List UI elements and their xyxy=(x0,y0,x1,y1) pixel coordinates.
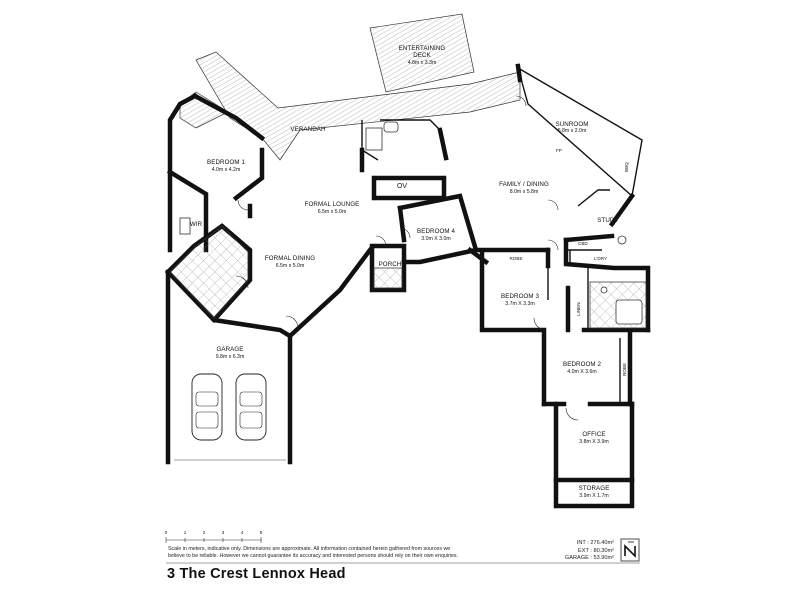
bedroom3-label: BEDROOM 3 xyxy=(501,293,539,300)
car-icon xyxy=(191,373,223,441)
scale-tick-5: 5 xyxy=(260,530,263,535)
bedroom4-label: BEDROOM 4 xyxy=(417,228,455,235)
external-area: EXT : 80.30m² xyxy=(578,547,614,554)
formal-dining-dim: 6.5m x 5.0m xyxy=(276,263,305,269)
formal-lounge-label: FORMAL LOUNGE xyxy=(305,201,360,208)
laundry-label: L'DRY xyxy=(594,256,607,261)
entertaining-deck-dim: 4.8m x 3.3m xyxy=(408,60,437,66)
scale-tick-0: 0 xyxy=(165,530,168,535)
car-icon xyxy=(235,373,267,441)
robe-top-label: ROBE xyxy=(509,256,522,261)
property-address: 3 The Crest Lennox Head xyxy=(167,566,346,582)
cbd-label: CBD xyxy=(578,241,588,246)
garage-area: GARAGE : 53.90m² xyxy=(564,555,614,562)
bbq-label: BBQ xyxy=(624,162,629,172)
family-dining-dim: 8.0m x 5.8m xyxy=(510,189,539,195)
area-summary: INT : 276.40m² EXT : 80.30m² GARAGE : 53… xyxy=(548,540,614,563)
storage-label: STORAGE xyxy=(579,485,610,492)
bedroom3-dim: 3.7m X 3.3m xyxy=(505,301,534,307)
wir-label: WIR xyxy=(190,221,203,228)
garage-dim: 9.8m x 6.3m xyxy=(216,354,245,360)
bedroom4-dim: 3.0m X 3.0m xyxy=(421,236,450,242)
bedroom2-dim: 4.0m X 3.6m xyxy=(567,369,596,375)
robe-side-label: ROBE xyxy=(622,363,627,376)
oven-label: OV xyxy=(397,183,407,190)
doors xyxy=(235,95,579,421)
bedroom2-label: BEDROOM 2 xyxy=(563,361,601,368)
entertaining-deck-label-2: DECK xyxy=(413,52,431,59)
internal-area: INT : 276.40m² xyxy=(576,540,614,546)
scale-bar: 0 1 2 3 4 5 xyxy=(165,530,263,543)
office-label: OFFICE xyxy=(582,431,605,438)
disclaimer-line-2: believe to be reliable. However we canno… xyxy=(168,553,459,560)
formal-dining-label: FORMAL DINING xyxy=(265,255,315,262)
verandah-label: VERANDAH xyxy=(290,126,325,133)
fireplace-label: FP xyxy=(556,148,562,153)
entertaining-deck-label: ENTERTAINING xyxy=(399,45,446,52)
scale-tick-2: 2 xyxy=(203,530,206,535)
bedroom1-deck-area xyxy=(179,91,229,129)
formal-lounge-dim: 6.5m x 5.0m xyxy=(318,209,347,215)
study-label: STUDY xyxy=(597,217,618,224)
porch-label: PORCH xyxy=(379,261,402,268)
bedroom1-label: BEDROOM 1 xyxy=(207,159,245,166)
interior-partitions xyxy=(361,119,621,404)
sunroom-dim: 5.8m x 2.0m xyxy=(558,128,587,134)
scale-tick-3: 3 xyxy=(222,530,225,535)
entertaining-deck-area xyxy=(369,13,475,93)
fixtures xyxy=(179,121,643,325)
bedroom1-dim: 4.0m x 4.2m xyxy=(212,167,241,173)
ensuite-tiles xyxy=(169,225,249,319)
storage-dim: 3.9m X 1.7m xyxy=(579,493,608,499)
family-dining-label: FAMILY / DINING xyxy=(499,181,549,188)
scale-tick-4: 4 xyxy=(241,530,244,535)
disclaimer-line-1: Scale in meters, indicative only. Dimens… xyxy=(168,546,451,552)
fridge-label: F xyxy=(434,176,437,181)
scale-tick-1: 1 xyxy=(184,530,187,535)
garage-cars xyxy=(191,373,267,441)
porch-tiles xyxy=(373,267,403,289)
disclaimer: Scale in meters, indicative only. Dimens… xyxy=(168,546,538,561)
office-dim: 3.8m X 3.9m xyxy=(579,439,608,445)
house-walls xyxy=(164,63,651,509)
garage-label: GARAGE xyxy=(216,346,243,353)
linen-label: LINEN xyxy=(576,302,581,316)
room-labels: ENTERTAINING DECK 4.8m x 3.3m VERANDAH S… xyxy=(190,45,629,499)
north-arrow-icon xyxy=(620,538,640,562)
sunroom-label: SUNROOM xyxy=(555,121,588,128)
